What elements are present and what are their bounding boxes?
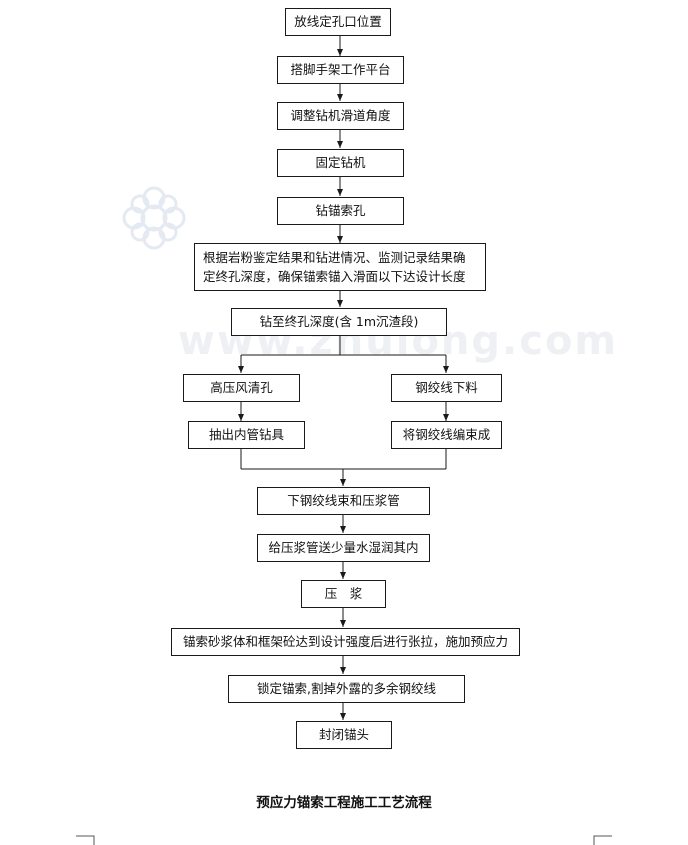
step-label: 钻至终孔深度(含 1m沉渣段): [259, 314, 419, 330]
step-label: 钻锚索孔: [315, 203, 366, 219]
step-label: 下钢绞线束和压浆管: [287, 493, 400, 509]
step-extract-inner-drill: 抽出内管钻具: [188, 421, 305, 449]
corner-mark-right: [593, 835, 612, 845]
step-mark-hole-position: 放线定孔口位置: [285, 8, 391, 36]
step-drill-anchor-hole: 钻锚索孔: [277, 197, 404, 225]
step-label: 搭脚手架工作平台: [290, 62, 391, 78]
watermark-logo-icon: [122, 186, 186, 250]
step-label: 锚索砂浆体和框架砼达到设计强度后进行张拉，施加预应力: [182, 634, 508, 650]
step-label: 将钢绞线编束成: [402, 427, 491, 443]
step-adjust-drill-angle: 调整钻机滑道角度: [277, 102, 404, 130]
step-cut-steel-strand: 钢绞线下料: [391, 374, 502, 402]
step-erect-scaffold: 搭脚手架工作平台: [277, 56, 404, 84]
step-fix-drill: 固定钻机: [277, 149, 404, 177]
step-label: 抽出内管钻具: [208, 427, 284, 443]
step-lock-anchor: 锁定锚索,割掉外露的多余钢绞线: [228, 675, 465, 703]
step-label-line-2: 定终孔深度，确保锚索锚入滑面以下达设计长度: [203, 269, 466, 284]
step-bundle-steel-strand: 将钢绞线编束成: [391, 421, 502, 449]
step-label: 固定钻机: [315, 155, 366, 171]
step-label: 高压风清孔: [210, 380, 273, 396]
step-label: 锁定锚索,割掉外露的多余钢绞线: [257, 681, 436, 697]
step-drill-to-final-depth: 钻至终孔深度(含 1m沉渣段): [231, 308, 447, 336]
step-label: 压 浆: [324, 586, 363, 602]
step-tension-prestress: 锚索砂浆体和框架砼达到设计强度后进行张拉，施加预应力: [171, 628, 520, 656]
step-label: 给压浆管送少量水湿润其内: [268, 540, 419, 556]
corner-mark-left: [76, 835, 95, 845]
step-label-line-1: 根据岩粉鉴定结果和钻进情况、监测记录结果确: [203, 249, 466, 265]
step-label: 钢绞线下料: [415, 380, 478, 396]
step-label: 放线定孔口位置: [294, 14, 382, 30]
step-seal-anchor-head: 封闭锚头: [296, 721, 392, 749]
step-determine-hole-depth: 根据岩粉鉴定结果和钻进情况、监测记录结果确 定终孔深度，确保锚索锚入滑面以下达设…: [194, 243, 486, 291]
step-label: 封闭锚头: [318, 727, 369, 743]
step-label: 调整钻机滑道角度: [290, 108, 391, 124]
step-insert-strand-and-grout-pipe: 下钢绞线束和压浆管: [257, 487, 430, 515]
step-grouting: 压 浆: [301, 580, 386, 608]
step-wet-grout-pipe: 给压浆管送少量水湿润其内: [257, 534, 430, 562]
step-high-pressure-air-clean: 高压风清孔: [183, 374, 300, 402]
figure-caption: 预应力锚索工程施工工艺流程: [256, 795, 432, 811]
